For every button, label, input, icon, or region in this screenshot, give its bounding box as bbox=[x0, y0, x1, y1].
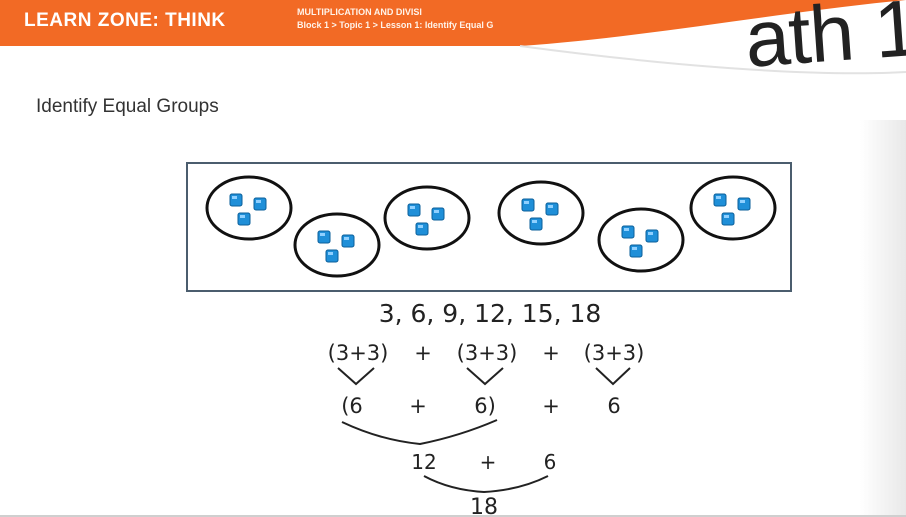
total-text: 18 bbox=[470, 495, 498, 517]
cube-group bbox=[207, 177, 291, 239]
connector-v-1 bbox=[338, 368, 374, 384]
cube-icon bbox=[630, 245, 642, 257]
group-circle bbox=[207, 177, 291, 239]
connector-brace-1 bbox=[342, 420, 497, 444]
row3-op-1: + bbox=[480, 450, 497, 474]
cube-icon bbox=[416, 223, 428, 235]
cube-icon bbox=[318, 231, 330, 243]
row1-term-3: (3+3) bbox=[584, 341, 645, 365]
cube-highlight bbox=[524, 201, 529, 204]
cube-icon bbox=[546, 203, 558, 215]
connector-v-3 bbox=[596, 368, 630, 384]
row2-term-3: 6 bbox=[607, 394, 620, 418]
group-circle bbox=[295, 214, 379, 276]
cube-icon bbox=[714, 194, 726, 206]
cube-highlight bbox=[632, 247, 637, 250]
group-circle bbox=[499, 182, 583, 244]
row1-term-1: (3+3) bbox=[328, 341, 389, 365]
cube-icon bbox=[738, 198, 750, 210]
row3-term-2: 6 bbox=[544, 450, 557, 474]
row3-term-1: 12 bbox=[411, 450, 436, 474]
cube-icon bbox=[432, 208, 444, 220]
cube-highlight bbox=[232, 196, 237, 199]
cube-highlight bbox=[548, 205, 553, 208]
cube-highlight bbox=[328, 252, 333, 255]
cube-highlight bbox=[320, 233, 325, 236]
row1-op-2: + bbox=[542, 341, 560, 365]
group-circle bbox=[599, 209, 683, 271]
cube-highlight bbox=[740, 200, 745, 203]
cube-highlight bbox=[418, 225, 423, 228]
row1-expression: (3+3) + (3+3) + (3+3) bbox=[328, 341, 645, 365]
cube-icon bbox=[722, 213, 734, 225]
cube-highlight bbox=[256, 200, 261, 203]
cube-highlight bbox=[410, 206, 415, 209]
cube-group bbox=[295, 214, 379, 276]
groups-layer bbox=[207, 177, 775, 276]
cube-highlight bbox=[240, 215, 245, 218]
cube-highlight bbox=[434, 210, 439, 213]
row2-op-1: + bbox=[409, 394, 427, 418]
row1-op-1: + bbox=[414, 341, 432, 365]
cube-icon bbox=[530, 218, 542, 230]
cube-highlight bbox=[624, 228, 629, 231]
cube-icon bbox=[238, 213, 250, 225]
cube-icon bbox=[622, 226, 634, 238]
row2-term-2: 6) bbox=[474, 394, 496, 418]
cube-icon bbox=[254, 198, 266, 210]
cube-icon bbox=[230, 194, 242, 206]
skip-count-text: 3, 6, 9, 12, 15, 18 bbox=[379, 299, 602, 328]
cube-icon bbox=[342, 235, 354, 247]
cube-icon bbox=[408, 204, 420, 216]
row2-op-2: + bbox=[542, 394, 560, 418]
connector-v-2 bbox=[467, 368, 503, 384]
cube-group bbox=[385, 187, 469, 249]
connector-brace-2 bbox=[424, 476, 548, 492]
cube-highlight bbox=[648, 232, 653, 235]
cube-icon bbox=[522, 199, 534, 211]
row2-term-1: (6 bbox=[341, 394, 363, 418]
cube-group bbox=[691, 177, 775, 239]
group-circle bbox=[691, 177, 775, 239]
cube-highlight bbox=[724, 215, 729, 218]
cube-group bbox=[499, 182, 583, 244]
row1-term-2: (3+3) bbox=[457, 341, 518, 365]
cube-icon bbox=[646, 230, 658, 242]
cube-icon bbox=[326, 250, 338, 262]
cube-highlight bbox=[716, 196, 721, 199]
cube-highlight bbox=[532, 220, 537, 223]
row2-expression: (6 + 6) + 6 bbox=[341, 394, 620, 418]
cube-group bbox=[599, 209, 683, 271]
group-circle bbox=[385, 187, 469, 249]
row3-expression: 12 + 6 bbox=[411, 450, 556, 474]
cube-highlight bbox=[344, 237, 349, 240]
